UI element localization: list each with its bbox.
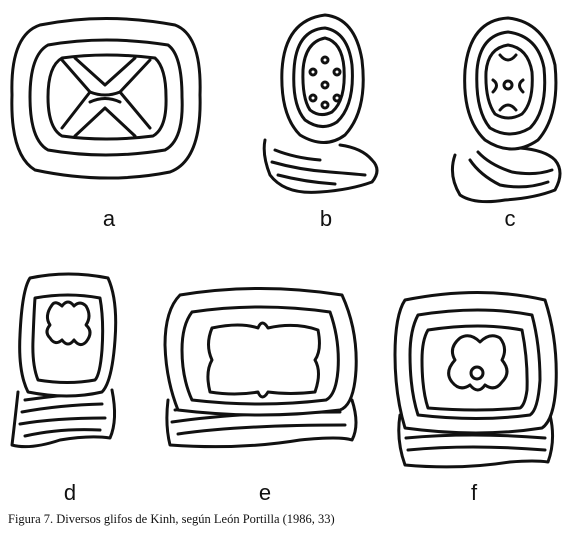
glyph-label-e: e bbox=[259, 480, 271, 505]
glyph-label-f: f bbox=[471, 480, 478, 505]
glyph-f bbox=[393, 291, 558, 469]
figure-caption: Figura 7. Diversos glifos de Kinh, según… bbox=[8, 512, 335, 526]
glyph-label-d: d bbox=[64, 480, 76, 505]
glyph-c bbox=[450, 16, 562, 204]
glyph-label-c: c bbox=[505, 206, 516, 231]
glyph-d bbox=[10, 272, 118, 449]
glyph-a bbox=[10, 17, 202, 180]
glyph-label-b: b bbox=[320, 206, 332, 231]
glyph-b bbox=[262, 13, 379, 194]
glyph-label-a: a bbox=[103, 206, 116, 231]
glyph-e bbox=[163, 287, 358, 449]
